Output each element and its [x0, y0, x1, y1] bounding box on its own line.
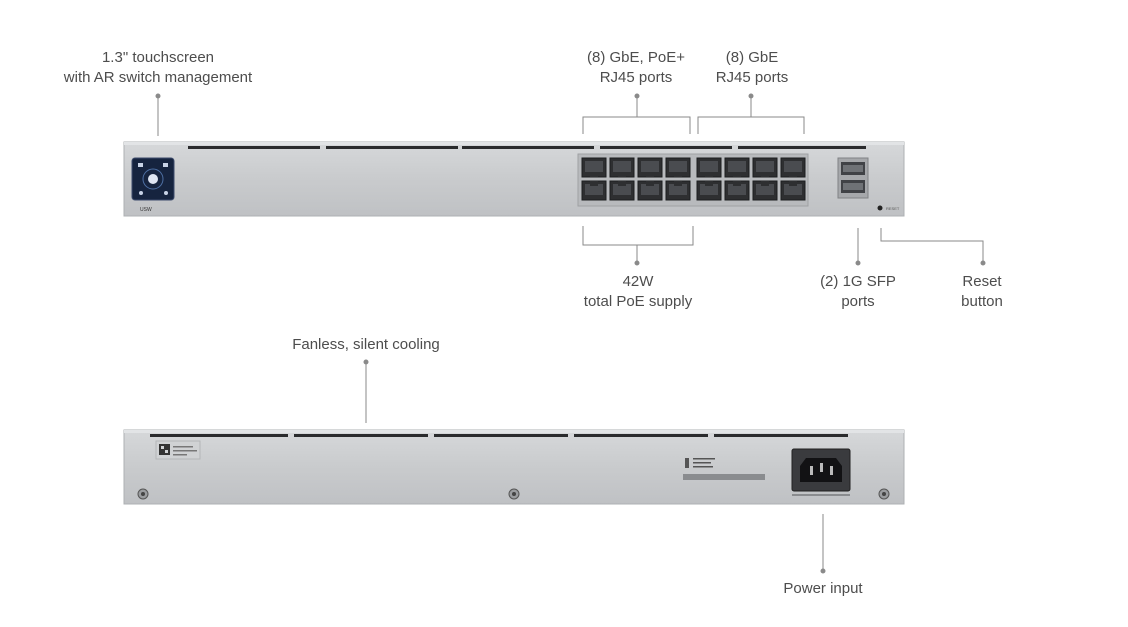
rj45-port-grid: [581, 157, 806, 201]
certification-marks: [683, 458, 765, 480]
rj45-port[interactable]: [665, 180, 691, 201]
front-leader-lines: [155, 93, 986, 266]
rear-panel: [123, 429, 905, 505]
sfp-ports-callout-line1: (2) 1G SFP: [820, 273, 896, 290]
touchscreen-callout-line1: 1.3" touchscreen: [101, 49, 215, 66]
sfp-cages: [837, 157, 869, 199]
reset-mark: RESET: [886, 206, 900, 211]
reset-button-callout-line1: Reset: [962, 273, 1002, 290]
poe-ports-callout: (8) GbE, PoE+ RJ45 ports: [570, 48, 702, 88]
rj45-port[interactable]: [581, 157, 607, 178]
touchscreen-callout-line2: with AR switch management: [63, 69, 253, 86]
touchscreen-callout: 1.3" touchscreen with AR switch manageme…: [48, 48, 268, 88]
poe-supply-callout-line2: total PoE supply: [583, 293, 693, 310]
rear-vent-slots: [150, 434, 848, 437]
model-badge: USW: [140, 207, 152, 213]
poe-ports-callout-line1: (8) GbE, PoE+: [587, 49, 685, 66]
rear-leader-lines: [363, 359, 826, 574]
front-vent-slots: [188, 146, 866, 149]
rj45-port[interactable]: [609, 157, 635, 178]
rj45-port[interactable]: [780, 157, 806, 178]
front-panel: USW RESET: [123, 141, 905, 217]
cooling-callout: Fanless, silent cooling: [292, 336, 440, 353]
gbe-ports-callout-line1: (8) GbE: [725, 49, 779, 66]
poe-supply-callout: 42W total PoE supply: [568, 272, 708, 312]
screws: [137, 488, 890, 500]
rj45-port[interactable]: [724, 157, 750, 178]
power-input-callout: Power input: [783, 580, 863, 597]
poe-ports-callout-line2: RJ45 ports: [599, 69, 673, 86]
rj45-port[interactable]: [665, 157, 691, 178]
gbe-ports-callout-line2: RJ45 ports: [715, 69, 789, 86]
poe-supply-callout-line1: 42W: [622, 273, 654, 290]
reset-button-callout: Reset button: [942, 272, 1022, 312]
reset-button[interactable]: [877, 205, 883, 211]
touchscreen: [131, 157, 175, 201]
reset-button-callout-line2: button: [961, 293, 1003, 310]
rj45-port[interactable]: [637, 157, 663, 178]
rj45-port[interactable]: [752, 157, 778, 178]
rj45-port[interactable]: [637, 180, 663, 201]
gbe-ports-callout: (8) GbE RJ45 ports: [698, 48, 806, 88]
rj45-port[interactable]: [780, 180, 806, 201]
rj45-port[interactable]: [609, 180, 635, 201]
rj45-port[interactable]: [696, 180, 722, 201]
rj45-port[interactable]: [581, 180, 607, 201]
sfp-ports-callout: (2) 1G SFP ports: [808, 272, 908, 312]
rj45-port[interactable]: [752, 180, 778, 201]
rj45-port[interactable]: [696, 157, 722, 178]
power-inlet[interactable]: [791, 448, 851, 496]
serial-sticker: [155, 440, 201, 460]
sfp-ports-callout-line2: ports: [841, 293, 875, 310]
rj45-port[interactable]: [724, 180, 750, 201]
